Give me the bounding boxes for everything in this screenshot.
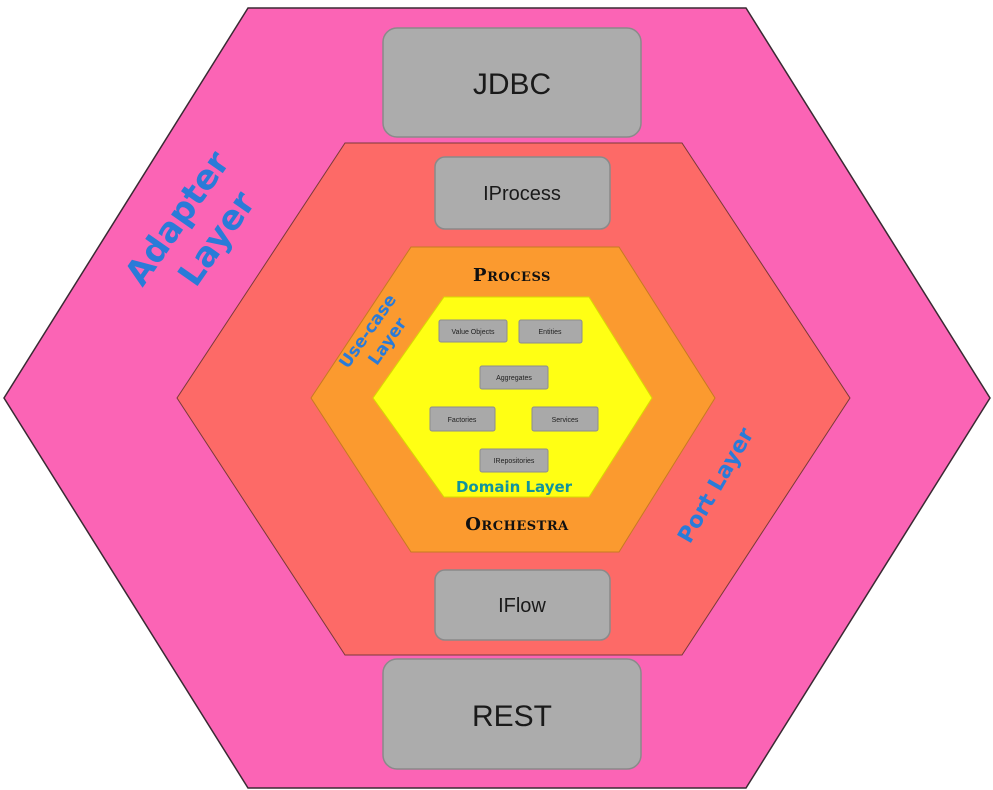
iprocess-label: IProcess	[483, 183, 561, 205]
services-label: Services	[552, 417, 579, 424]
jdbc-box: JDBC	[382, 27, 642, 138]
value-objects-label: Value Objects	[451, 329, 495, 336]
factories-box: Factories	[429, 406, 496, 432]
domain-layer-hexagon	[372, 296, 653, 498]
iflow-label: IFlow	[498, 595, 546, 617]
iflow-box: IFlow	[434, 569, 611, 641]
process-title: Process	[473, 265, 551, 286]
rest-box: REST	[382, 658, 642, 770]
domain-layer-label: Domain Layer	[456, 478, 573, 496]
factories-label: Factories	[448, 417, 477, 424]
aggregates-box: Aggregates	[479, 365, 549, 390]
iprocess-box: IProcess	[434, 156, 611, 230]
irepositories-label: IRepositories	[494, 458, 535, 465]
jdbc-label: JDBC	[473, 68, 551, 101]
services-box: Services	[531, 406, 599, 432]
entities-box: Entities	[518, 319, 583, 344]
entities-label: Entities	[539, 329, 562, 336]
aggregates-label: Aggregates	[496, 375, 532, 382]
irepositories-box: IRepositories	[479, 448, 549, 473]
orchestra-title: Orchestra	[465, 514, 569, 535]
value-objects-box: Value Objects	[438, 319, 508, 343]
rest-label: REST	[472, 700, 552, 733]
